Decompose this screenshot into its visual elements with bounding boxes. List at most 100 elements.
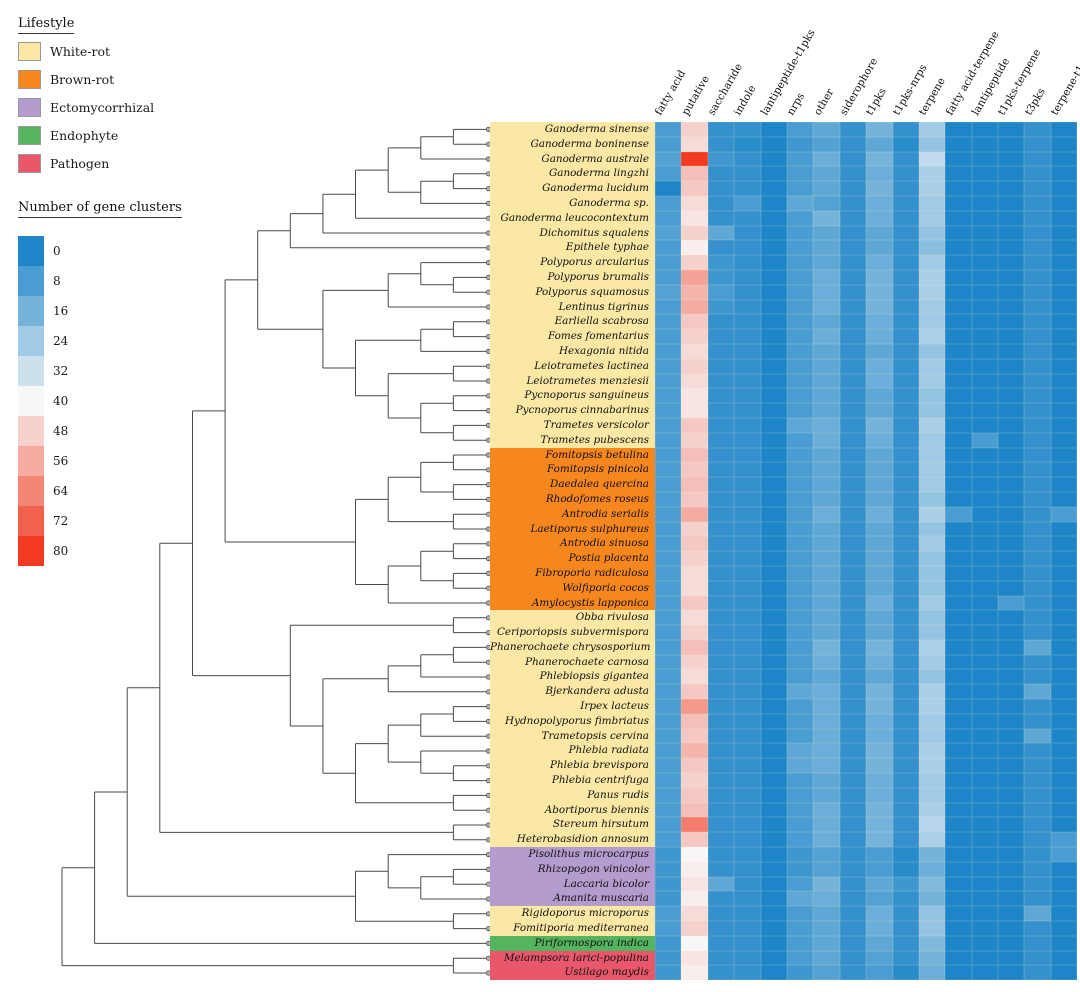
heatmap-cell [971, 743, 999, 759]
color-scale-segment [18, 236, 44, 266]
heatmap-cell [681, 787, 708, 803]
heatmap-cell [892, 595, 919, 611]
heatmap-cell [813, 240, 840, 256]
heatmap-cell [1024, 832, 1051, 848]
heatmap-column-header: terpene-t1pks [1048, 47, 1080, 118]
heatmap-cell [813, 299, 840, 315]
lifestyle-label: Brown-rot [50, 72, 115, 87]
heatmap-cell [866, 861, 893, 877]
heatmap-cell [1024, 122, 1051, 137]
heatmap-cell [734, 639, 761, 655]
heatmap-cell [971, 373, 999, 389]
species-label: Epithele typhae [490, 240, 655, 256]
heatmap-cell [866, 166, 893, 182]
heatmap-cell [786, 743, 814, 759]
heatmap-cell [971, 432, 999, 448]
heatmap-cell [839, 521, 867, 537]
heatmap-cell [786, 358, 814, 374]
heatmap-cell [918, 876, 946, 892]
heatmap-cell [707, 787, 735, 803]
heatmap-cell [760, 876, 787, 892]
heatmap-cell [734, 728, 761, 744]
heatmap-cell [971, 269, 999, 285]
heatmap-cell [813, 684, 840, 700]
heatmap-cell [866, 314, 893, 330]
lifestyle-legend-title: Lifestyle [18, 16, 75, 34]
heatmap-cell [892, 373, 919, 389]
heatmap-cell [1050, 965, 1078, 981]
heatmap-cell [998, 610, 1025, 626]
heatmap-cell [971, 195, 999, 211]
heatmap-cell [1050, 195, 1078, 211]
heatmap-cell [892, 136, 919, 152]
heatmap-cell [786, 269, 814, 285]
heatmap-cell [892, 462, 919, 478]
heatmap-cell [707, 802, 735, 818]
heatmap-cell [707, 861, 735, 877]
heatmap-cell [786, 921, 814, 936]
heatmap-cell [734, 847, 761, 862]
heatmap-cell [681, 358, 708, 374]
heatmap-cell [655, 876, 682, 892]
heatmap-cell [813, 329, 840, 344]
heatmap-cell [918, 373, 946, 389]
heatmap-cell [760, 802, 787, 818]
species-label: Amylocystis lapponica [490, 595, 655, 611]
color-scale-segment [18, 266, 44, 296]
heatmap-cell [918, 225, 946, 241]
heatmap-cell [681, 136, 708, 152]
heatmap-cell [1050, 861, 1078, 877]
color-scale-tick: 64 [53, 484, 69, 498]
heatmap-cell [1050, 565, 1078, 581]
heatmap-cell [786, 713, 814, 729]
heatmap-cell [786, 832, 814, 848]
heatmap-cell [707, 551, 735, 566]
heatmap-cell [892, 699, 919, 714]
heatmap-cell [760, 373, 787, 389]
heatmap-cell [707, 284, 735, 300]
heatmap-cell [1024, 728, 1051, 744]
heatmap-cell [866, 417, 893, 433]
heatmap-cell [918, 181, 946, 196]
heatmap-cell [681, 713, 708, 729]
heatmap-cell [971, 151, 999, 167]
heatmap-cell [760, 417, 787, 433]
heatmap-cell [839, 269, 867, 285]
heatmap-cell [707, 728, 735, 744]
heatmap-cell [734, 210, 761, 226]
heatmap-cell [892, 417, 919, 433]
heatmap-cell [734, 373, 761, 389]
heatmap-cell [866, 506, 893, 522]
species-label: Wolfiporia cocos [490, 580, 655, 596]
heatmap-cell [707, 417, 735, 433]
heatmap-cell [786, 136, 814, 152]
heatmap-cell [734, 861, 761, 877]
heatmap-cell [918, 521, 946, 537]
heatmap-cell [681, 965, 708, 981]
heatmap-cell [734, 595, 761, 611]
species-label: Hexagonia nitida [490, 343, 655, 359]
heatmap-cell [918, 551, 946, 566]
heatmap-cell [998, 151, 1025, 167]
heatmap-cell [998, 832, 1025, 848]
heatmap-cell [681, 565, 708, 581]
heatmap-cell [655, 610, 682, 626]
heatmap-cell [839, 965, 867, 981]
heatmap-cell [655, 802, 682, 818]
heatmap-cell [971, 329, 999, 344]
heatmap-cell [1024, 447, 1051, 463]
species-label: Leiotrametes lactinea [490, 358, 655, 374]
heatmap-cell [1024, 491, 1051, 507]
heatmap-cell [918, 891, 946, 907]
heatmap-cell [813, 639, 840, 655]
heatmap-cell [655, 136, 682, 152]
heatmap-cell [786, 817, 814, 833]
heatmap-cell [707, 832, 735, 848]
species-label: Rhodofomes roseus [490, 491, 655, 507]
heatmap-cell [839, 403, 867, 418]
heatmap-cell [1050, 773, 1078, 788]
heatmap-cell [918, 773, 946, 788]
heatmap-cell [998, 195, 1025, 211]
heatmap-cell [945, 728, 972, 744]
